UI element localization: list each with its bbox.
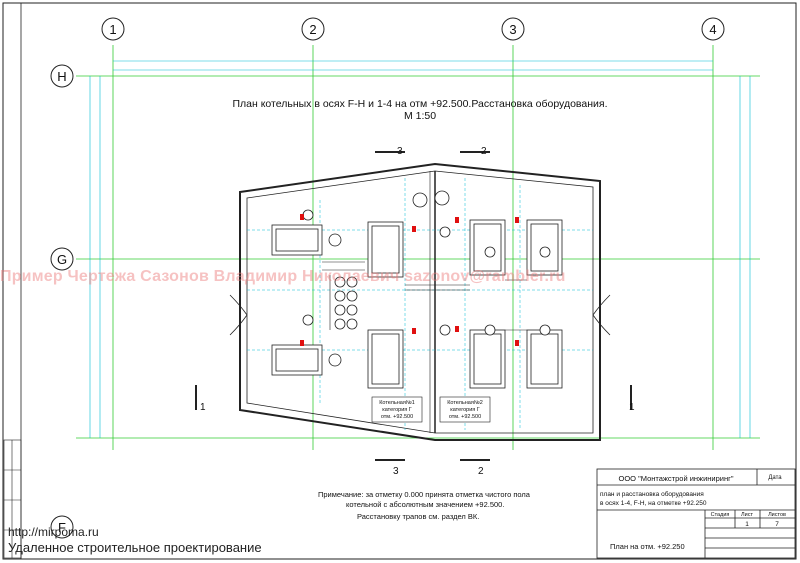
axis-label-2: 2: [309, 22, 316, 37]
door-right: [592, 294, 611, 336]
boiler-right-a-bottom: [469, 329, 506, 389]
section-mark-top: 3 2: [375, 146, 490, 157]
axis-bubble-4: 4: [701, 17, 725, 41]
axis-bubble-2: 2: [301, 17, 325, 41]
door-left: [229, 294, 248, 336]
footer-site-url[interactable]: http://mirpoma.ru: [8, 525, 99, 539]
title-block-desc-1: план и расстановка оборудования: [600, 490, 704, 498]
gas-pipe-marks: [300, 214, 519, 346]
drawing-title: План котельных в осях F-H и 1-4 на отм +…: [232, 98, 607, 110]
boiler-center-bottom: [367, 329, 404, 389]
boiler-center-top: [367, 221, 404, 278]
title-block: [596, 468, 796, 559]
axis-bubble-g: G: [50, 247, 74, 271]
title-block-sheet-value: 1: [745, 521, 749, 528]
title-block-company: ООО "Монтажстрой инжиниринг": [618, 474, 733, 483]
note-line-3: Расстановку трапов см. раздел ВК.: [357, 512, 479, 521]
drawing-scale: М 1:50: [404, 110, 436, 122]
section-num-3-bottom: 3: [393, 466, 399, 477]
boiler-left-top: [271, 224, 323, 256]
note-line-2: котельной с абсолютным значением +92.500…: [346, 500, 504, 509]
title-block-sheets-label: Листов: [768, 512, 786, 518]
section-num-3-top: 3: [397, 146, 403, 157]
room1-category: категория Г: [382, 407, 412, 413]
boiler-left-bottom: [271, 344, 323, 376]
axis-bubble-1: 1: [101, 17, 125, 41]
pipe-runs: [322, 261, 527, 331]
building-walls: [239, 162, 601, 441]
axis-bubble-h: H: [50, 64, 74, 88]
section-num-2-top: 2: [481, 146, 487, 157]
internal-grid: [247, 178, 593, 430]
axis-bubble-3: 3: [501, 17, 525, 41]
title-block-sheets-value: 7: [775, 521, 779, 528]
section-mark-left: 1: [195, 385, 206, 413]
axis-label-3: 3: [509, 22, 516, 37]
axis-bubble-f: F: [50, 515, 74, 539]
watermark-text: Пример Чертежа Сазонов Владимир Николаев…: [0, 268, 566, 285]
room2-level: отм. +92.500: [449, 414, 481, 420]
section-mark-bottom: 3 2: [375, 459, 490, 477]
axis-grid: [76, 45, 760, 450]
axis-label-1: 1: [109, 22, 116, 37]
room2-category: категория Г: [450, 407, 480, 413]
footer-slogan: Удаленное строительное проектирование: [8, 540, 262, 555]
axis-label-h: H: [57, 69, 66, 84]
axis-label-g: G: [57, 252, 67, 267]
boiler-right-b-bottom: [526, 329, 563, 389]
section-mark-right: 1: [629, 385, 635, 413]
note-line-1: Примечание: за отметку 0.000 принята отм…: [318, 490, 531, 499]
section-num-1-right: 1: [629, 402, 635, 413]
pump-group: [302, 190, 551, 367]
title-block-stage-label: Стадия: [711, 512, 730, 518]
room1-level: отм. +92.500: [381, 414, 413, 420]
title-block-date-label: Дата: [768, 475, 782, 481]
axis-label-4: 4: [709, 22, 716, 37]
title-block-desc-2: в осях 1-4, F-H, на отметке +92.250: [600, 500, 707, 507]
room2-name: Котельная№2: [447, 400, 483, 406]
section-num-1-left: 1: [200, 402, 206, 413]
dimension-lines: [89, 60, 751, 438]
title-block-sheet-label: Лист: [741, 512, 753, 518]
axis-label-f: F: [58, 520, 66, 535]
room1-label: Котельная№1 категория Г отм. +92.500: [371, 396, 423, 423]
section-num-2-bottom: 2: [478, 466, 484, 477]
title-block-plan-label: План на отм. +92.250: [610, 542, 685, 551]
left-stamp: [3, 439, 22, 559]
room2-label: Котельная№2 категория Г отм. +92.500: [439, 396, 491, 423]
room1-name: Котельная№1: [379, 400, 415, 406]
